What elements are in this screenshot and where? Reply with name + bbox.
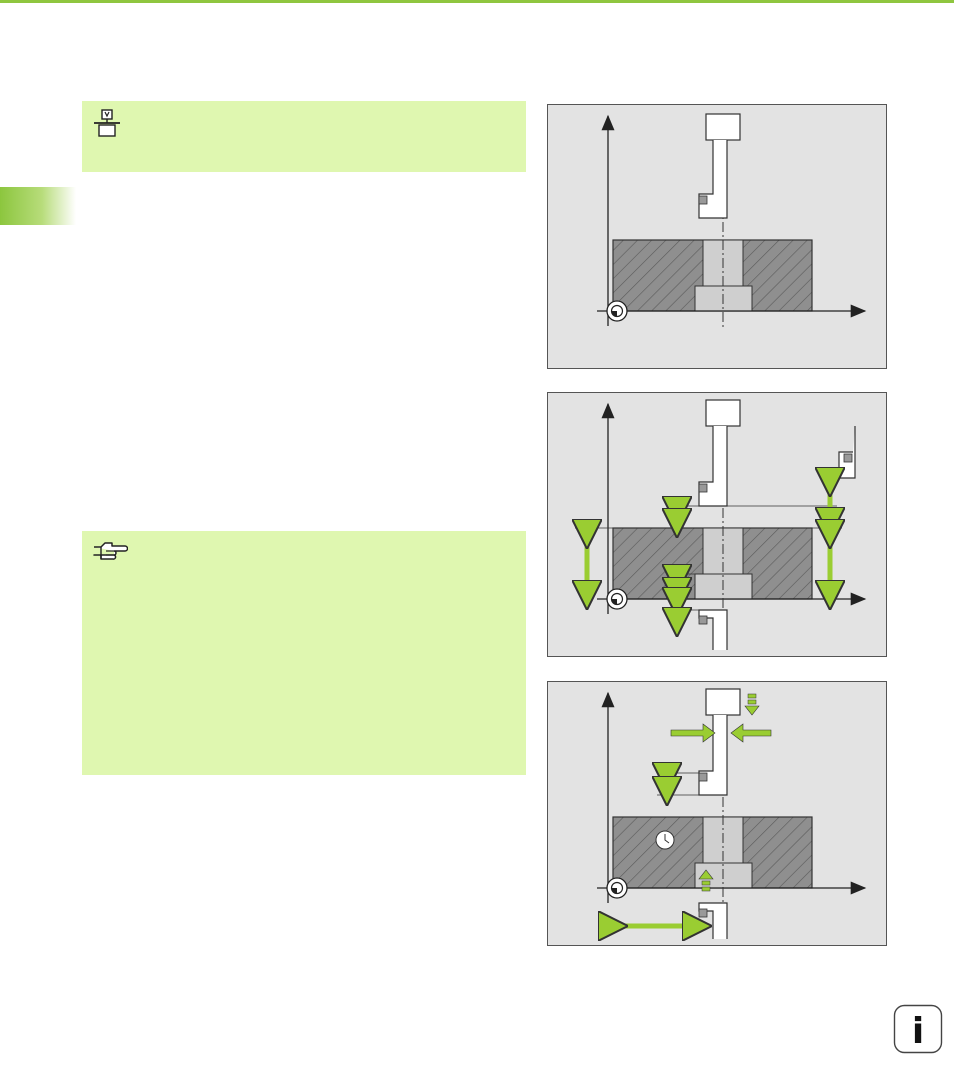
info-icon[interactable]: i [893, 1004, 943, 1054]
info-icon-label: i [912, 1011, 924, 1052]
figure-2 [547, 392, 887, 657]
pointing-hand-icon [92, 540, 129, 567]
top-accent-rule [0, 0, 954, 3]
hint-note-box [82, 531, 526, 775]
figure-1 [547, 104, 887, 369]
figure-3 [547, 681, 887, 946]
chapter-side-tab [0, 187, 76, 225]
machine-tool-icon [92, 108, 122, 143]
machine-note-box [82, 101, 526, 172]
